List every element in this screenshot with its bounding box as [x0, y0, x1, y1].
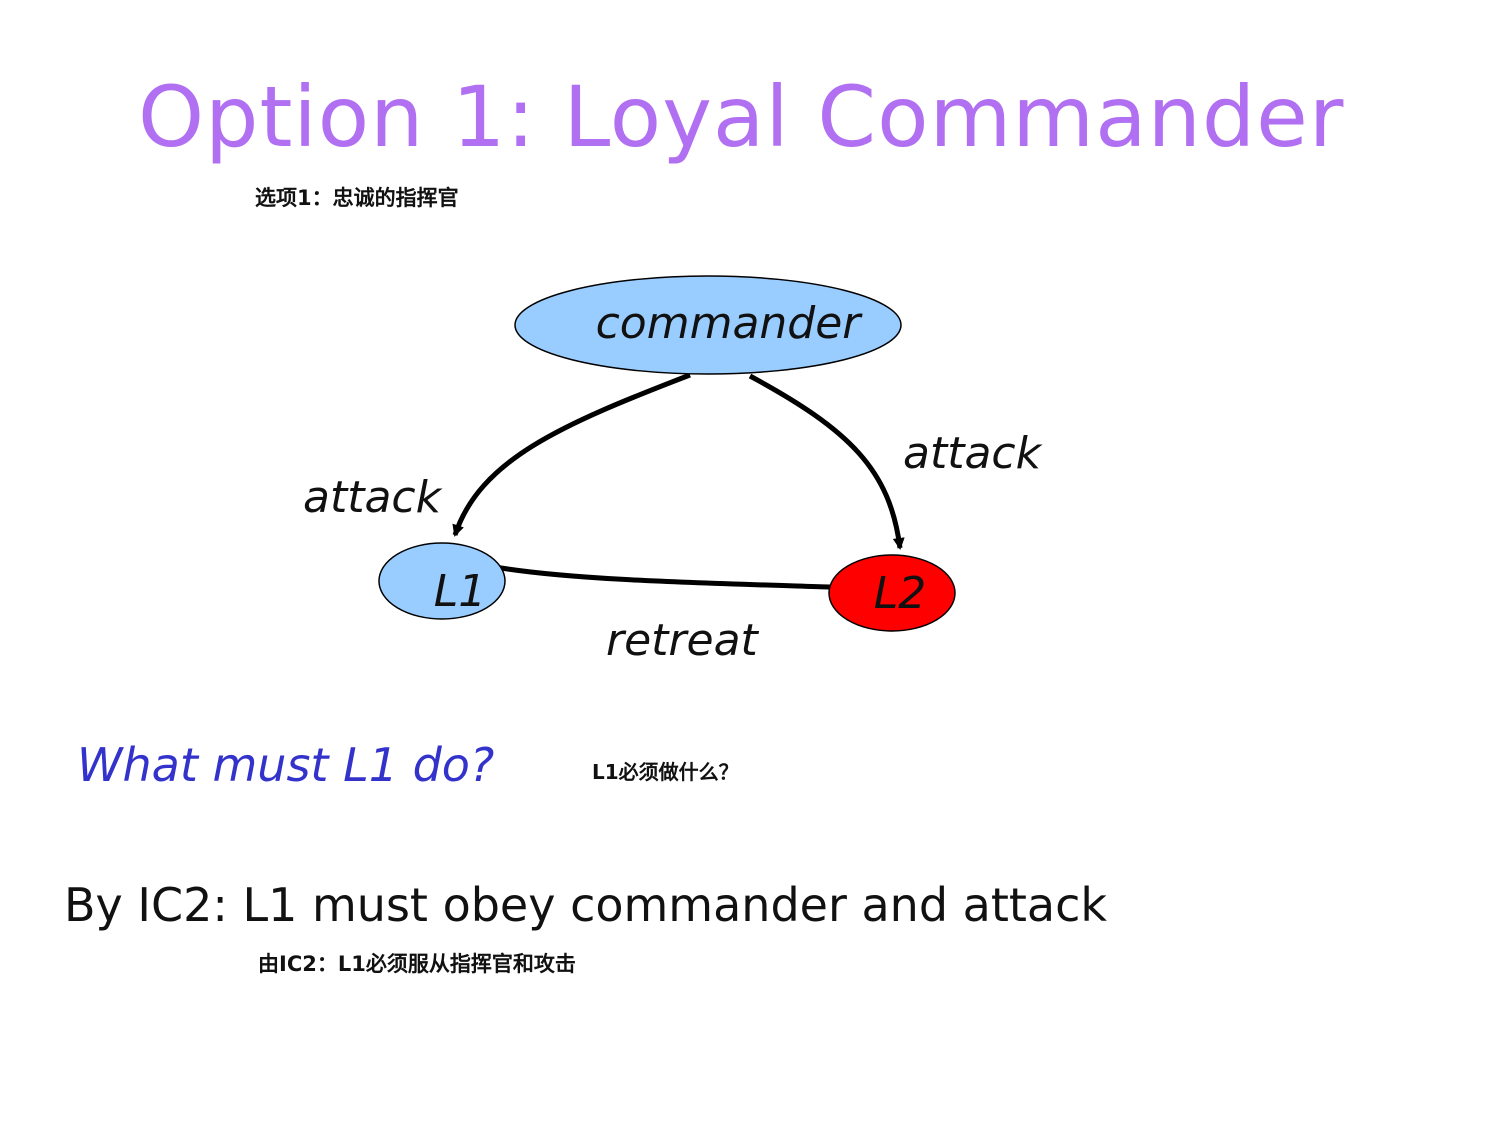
edge-label-l2-to-l1: retreat — [606, 615, 760, 666]
node-l2-label: L2 — [874, 568, 927, 619]
node-commander: commander — [514, 275, 902, 375]
node-l1-label: L1 — [434, 566, 487, 617]
question-translation: L1必须做什么？ — [592, 760, 739, 784]
question-text: What must L1 do? — [77, 738, 495, 792]
edge-commander-to-l2 — [748, 373, 905, 550]
node-l2: L2 — [828, 554, 956, 632]
slide-title-translation: 选项1：忠诚的指挥官 — [255, 186, 459, 210]
slide-title: Option 1: Loyal Commander — [138, 68, 1345, 166]
edge-commander-to-l1 — [452, 372, 691, 537]
edge-label-commander-to-l1: attack — [303, 472, 443, 523]
node-commander-label: commander — [596, 298, 864, 349]
node-commander-shape — [514, 275, 902, 375]
node-l1: L1 — [378, 542, 506, 620]
answer-text: By IC2: L1 must obey commander and attac… — [64, 878, 1108, 932]
node-l2-shape — [828, 554, 956, 632]
answer-translation: 由IC2：L1必须服从指挥官和攻击 — [258, 952, 576, 976]
edge-label-commander-to-l2: attack — [903, 428, 1043, 479]
edge-l2-to-l1 — [482, 561, 831, 590]
node-l1-shape — [378, 542, 506, 620]
